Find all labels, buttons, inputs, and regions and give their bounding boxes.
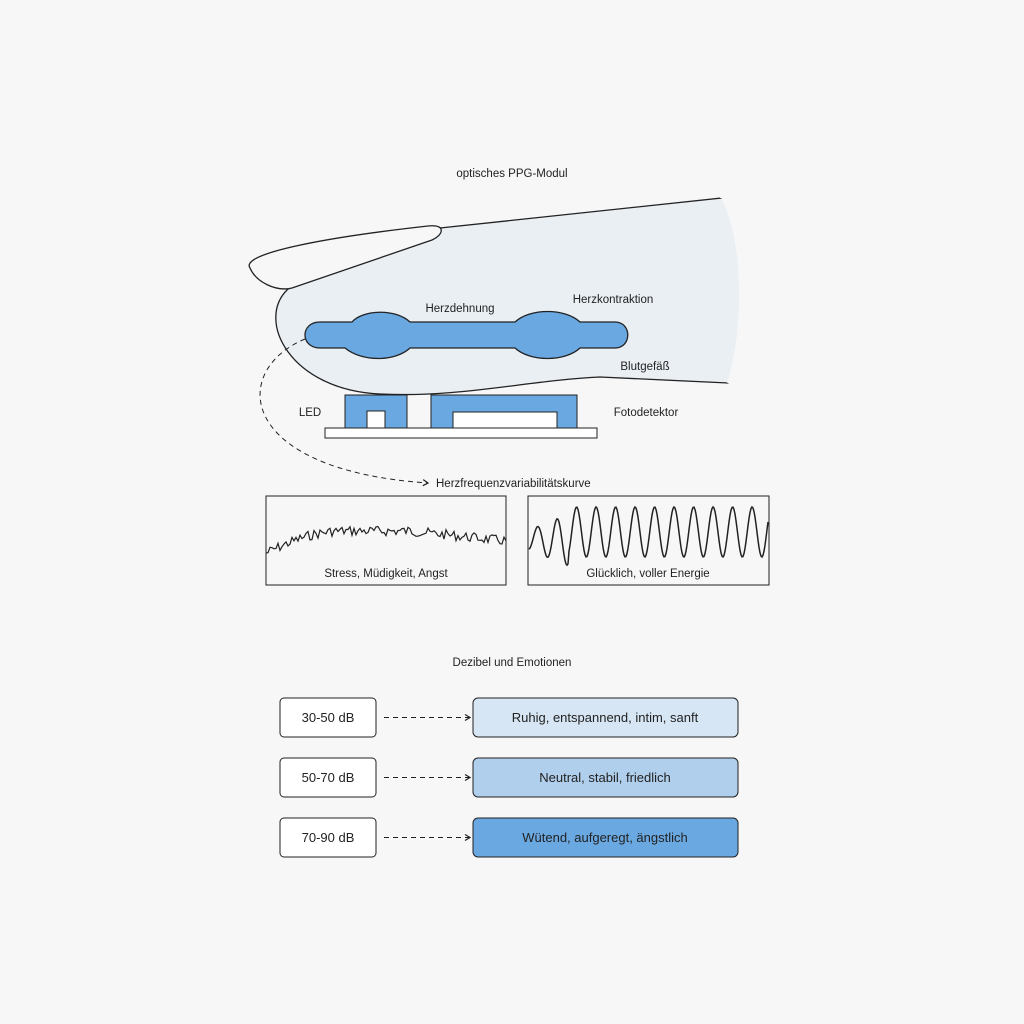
- fingernail: [248, 225, 442, 290]
- decibel-row: 50-70 dB Neutral, stabil, friedlich: [279, 757, 739, 798]
- decibel-range-box: [279, 757, 377, 798]
- decibel-range-box: [279, 817, 377, 858]
- decibel-row: 30-50 dB Ruhig, entspannend, intim, sanf…: [279, 697, 739, 738]
- curve-box-happy: [527, 495, 770, 586]
- caption-happy: Glücklich, voller Energie: [586, 568, 709, 580]
- emotion-label: Neutral, stabil, friedlich: [539, 770, 671, 785]
- ppg-title: optisches PPG-Modul: [456, 168, 567, 180]
- caption-stress: Stress, Müdigkeit, Angst: [324, 568, 448, 580]
- emotion-label: Ruhig, entspannend, intim, sanft: [512, 710, 699, 725]
- decibel-title: Dezibel und Emotionen: [453, 657, 572, 669]
- blood-vessel: [304, 310, 629, 360]
- emotion-box: [472, 757, 739, 798]
- emotion-box: [472, 697, 739, 738]
- label-hrv-curve: Herzfrequenzvariabilitätskurve: [436, 478, 591, 490]
- label-detector: Fotodetektor: [614, 407, 679, 419]
- label-vessel: Blutgefäß: [620, 361, 669, 373]
- decibel-range-box: [279, 697, 377, 738]
- sensor-base: [324, 427, 598, 439]
- decibel-range: 30-50 dB: [302, 710, 355, 725]
- stress-curve: [265, 525, 507, 554]
- happy-curve: [528, 505, 769, 567]
- emotion-label: Wütend, aufgeregt, ängstlich: [522, 830, 688, 845]
- decibel-row: 70-90 dB Wütend, aufgeregt, ängstlich: [279, 817, 739, 858]
- label-dilation: Herzdehnung: [425, 303, 494, 315]
- label-contraction: Herzkontraktion: [573, 294, 654, 306]
- label-led: LED: [299, 407, 321, 419]
- dashed-connector: [259, 338, 430, 487]
- finger-shape: [275, 197, 741, 396]
- decibel-range: 70-90 dB: [302, 830, 355, 845]
- decibel-range: 50-70 dB: [302, 770, 355, 785]
- emotion-box: [472, 817, 739, 858]
